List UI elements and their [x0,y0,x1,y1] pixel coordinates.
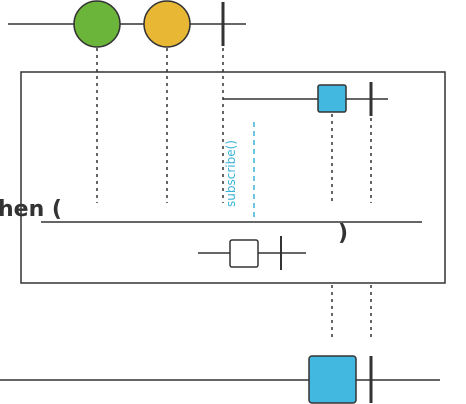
yellow-marble [143,0,191,48]
inner-blue-marble [317,84,347,113]
operator-suffix-label: ) [338,221,348,246]
green-marble [73,0,121,48]
arg-white-marble [229,239,259,268]
output-blue-marble [308,355,357,404]
operator-box [20,71,446,284]
subscribe-label: subscribe() [224,140,238,207]
operator-prefix-label: hen ( [0,197,62,222]
